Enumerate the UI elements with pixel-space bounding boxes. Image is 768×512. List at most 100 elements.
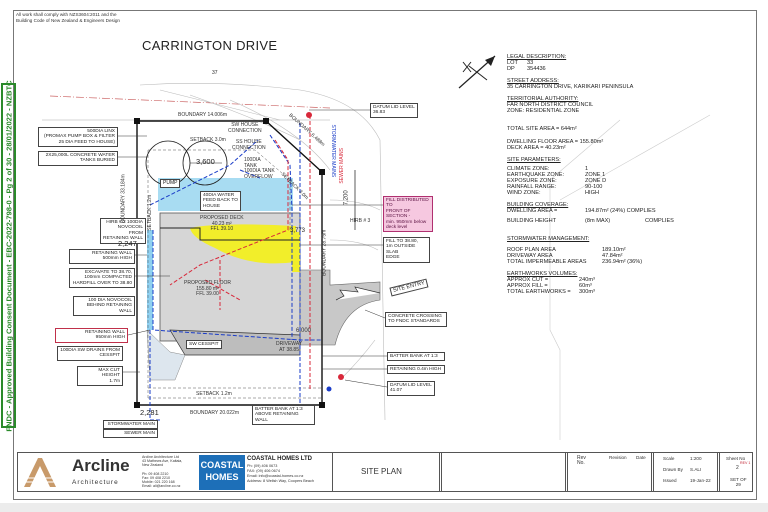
set-of: SET OF 29 — [730, 477, 747, 488]
height-key: BUILDING HEIGHT — [507, 218, 557, 224]
earth-key: APPROX CUT = — [507, 277, 549, 283]
north-arrow-icon — [458, 55, 496, 89]
label-batter-above-wall: BATTER BANK AT 1:3 ABOVE RETAINING WALL — [252, 405, 315, 426]
street-address-heading: STREET ADDRESS: — [507, 78, 559, 84]
property-boundary — [136, 120, 323, 406]
firm-address: Arcline Architecture Ltd 43 Mathews Ave,… — [142, 455, 183, 489]
param-value: 1 — [585, 166, 589, 172]
site-parameters-list: CLIMATE ZONE:1 EARTHQUAKE ZONE:ZONE 1 EX… — [507, 166, 752, 196]
setback-bottom-label: SETBACK 1.2m — [196, 391, 232, 397]
storm-key: DRIVEWAY AREA — [507, 253, 553, 259]
setback-lines — [147, 149, 322, 399]
arcline-logo-icon — [24, 458, 56, 487]
earth-value: 300m³ — [579, 289, 595, 295]
driveway-label: DRIVEWAY AT 38.85 — [276, 341, 303, 353]
param-value: HIGH — [585, 190, 599, 196]
label-fill-distributed: FILL DISTRIBUTED TO FRONT OF SECTION - m… — [383, 196, 433, 233]
issued-label: Issued — [663, 478, 677, 483]
earth-value: 240m³ — [579, 277, 595, 283]
param-value: ZONE 1 — [585, 172, 606, 178]
label-max-cut: MAX CUT HEIGHT 1.7m — [77, 366, 123, 387]
earthworks-heading: EARTHWORKS VOLUMES: — [507, 271, 578, 277]
dwelling-floor-area: DWELLING FLOOR AREA = 155.80m² — [507, 139, 604, 145]
param-key: RAINFALL RANGE: — [507, 184, 557, 190]
divider — [565, 453, 568, 491]
date-label: Date — [636, 455, 646, 460]
drawn-by-value: S.ALI — [690, 467, 702, 472]
label-datum-lid-top: DATUM LID LEVEL 36.83 — [370, 103, 418, 118]
sheet-title: SITE PLAN — [361, 467, 402, 476]
firm-subtitle: Architecture — [72, 479, 119, 486]
proposed-deck-label: PROPOSED DECK 40.23 m² FFL 39.10 — [200, 215, 244, 233]
leader-lines — [103, 109, 388, 425]
label-retaining-04: RETAINING 0.4m HIGH — [387, 365, 445, 375]
storm-key: TOTAL IMPERMEABLE AREAS — [507, 259, 587, 265]
storm-value: 189.10m² — [602, 247, 626, 253]
height-value: (8m MAX) — [585, 218, 611, 224]
ss-house-connection-label: SS HOUSE CONNECTION — [232, 139, 266, 151]
earth-value: 60m³ — [579, 283, 592, 289]
legal-description-heading: LEGAL DESCRIPTION: — [507, 54, 567, 60]
label-batter-bank: BATTER BANK AT 1:3 — [387, 352, 445, 362]
issued-value: 19-Jan-22 — [690, 478, 711, 483]
site-entry-arrow — [335, 286, 381, 301]
drawn-by-label: Drawn By — [663, 467, 683, 472]
retaining-wall-left — [147, 230, 153, 330]
divider — [332, 453, 333, 491]
label-stormwater-main: STORMWATER MAIN — [103, 420, 158, 430]
param-key: EARTHQUAKE ZONE: — [507, 172, 565, 178]
tank-overflow-label: 100DIA TANK 100DIA TANK OVERFLOW — [244, 157, 275, 180]
street-name: CARRINGTON DRIVE — [142, 38, 278, 53]
boundary-pegs — [134, 118, 325, 408]
water-feed-label: 40DIA WATER FEED BACK TO HOUSE — [200, 191, 242, 212]
sewer-mains-label: SEWER MAINS — [338, 148, 345, 184]
revision-label: Revision — [609, 455, 627, 460]
consent-stamp: FNDC - Approved Building Consent Documen… — [1, 80, 16, 431]
label-novocoil: 100 DIA NOVOCOIL BEHIND RETAINING WALL — [73, 296, 135, 317]
dimension-2281: 2,281 — [140, 408, 159, 417]
total-site-area: TOTAL SITE AREA = 644m² — [507, 126, 577, 132]
client-name: COASTAL HOMES LTD — [247, 456, 312, 462]
label-concrete-crossing: CONCRETE CROSSING TO FNDC STANDARDS — [385, 312, 447, 327]
lot-value: 33 — [527, 60, 534, 66]
setback-left-label: SETBACK 1.2m — [147, 194, 154, 231]
proposed-floor-label: PROPOSED FLOOR 155.80 m² FFL 39.00 — [184, 280, 231, 298]
storm-value: 47.84m² — [602, 253, 623, 259]
dimension-6000: 6,000 — [296, 328, 312, 334]
label-hirb-2: HIRB # 2 100DIA NOVOCOIL FROM RETAINING … — [100, 218, 146, 244]
label-pump-box: 500DIA LINX (PROMAX PUMP BOX & FILTER 25… — [38, 127, 118, 148]
param-key: WIND ZONE: — [507, 190, 541, 196]
boundary-right-label: BOUNDARY 28.75m — [321, 229, 328, 276]
pump-label: PUMP — [160, 179, 181, 189]
territorial-authority-heading: TERRITORIAL AUTHORITY: — [507, 96, 579, 102]
earth-key: TOTAL EARTHWORKS = — [507, 289, 571, 295]
divider — [717, 453, 720, 491]
lot-key: LOT — [507, 60, 518, 66]
driveway — [299, 269, 381, 346]
territorial-authority-value: FAR NORTH DISTRICT COUNCIL — [507, 102, 594, 108]
boundary-bottom-label: BOUNDARY 20.022m — [190, 410, 240, 416]
label-retaining-wall-500: RETAINING WALL 500mm HIGH — [69, 249, 135, 264]
label-retaining-wall-950: RETAINING WALL 950mm HIGH — [55, 328, 128, 343]
dimension-3773: 3,773 — [290, 228, 306, 234]
sheet-revision: REV 1 — [740, 461, 751, 465]
stormwater-mains-label: STORMWATER MAINS — [330, 124, 337, 178]
general-notes: All work shall comply with NZS3604:2011 … — [16, 12, 120, 23]
dimension-7200: 7,200 — [343, 190, 350, 206]
label-fill-3880: FILL TO 38.80, 1m OUTSIDE SLAB EDGE — [383, 237, 430, 263]
label-excavate: EXCAVATE TO 38.70, 100mm COMPACTED HARDF… — [69, 268, 135, 289]
coverage-key: DWELLING AREA = — [507, 208, 558, 214]
label-datum-lid-bottom: DATUM LID LEVEL 41.07 — [387, 381, 435, 396]
drawing-frame — [13, 10, 757, 500]
dimension-3600: 3,600 — [196, 157, 215, 166]
hirb-3-label: HIRB # 3 — [350, 218, 371, 224]
viewer-bottom-bar — [0, 503, 768, 512]
height-complies: COMPLIES — [645, 218, 674, 224]
client-details: Ph: (09) 406 0673 FAX: (09) 406 0674 Ema… — [247, 464, 315, 483]
road-centreline — [49, 95, 331, 109]
sw-house-connection-label: SW HOUSE CONNECTION — [228, 122, 262, 134]
divider — [651, 453, 654, 491]
param-value: 90-100 — [585, 184, 603, 190]
sw-cesspit-label: SW CESSPIT — [186, 340, 222, 350]
